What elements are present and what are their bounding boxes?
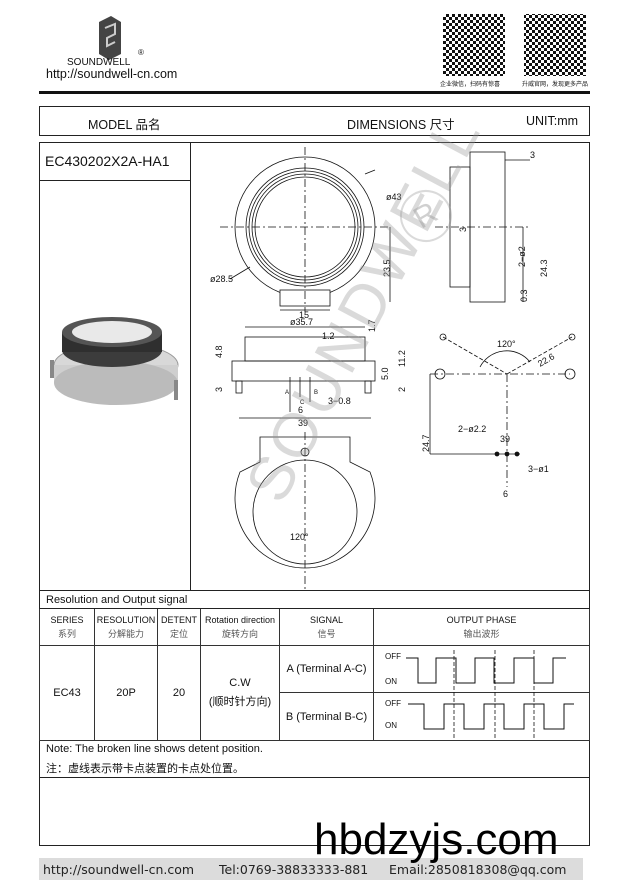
col-signal: SIGNAL [309, 614, 343, 625]
dim-3-top: 3 [530, 150, 535, 160]
dim-0-3: 0.3 [519, 289, 529, 302]
dim-1-2: 1.2 [322, 331, 335, 341]
phase-b-on-label: ON [385, 721, 397, 730]
top-view-drawing [220, 147, 391, 312]
cell-signal-a: A (Terminal A-C) [280, 646, 374, 693]
cell-phase-b [374, 693, 590, 741]
cell-phase-a [374, 646, 590, 693]
dim-39: 39 [298, 418, 308, 428]
cell-signal-b: B (Terminal B-C) [280, 693, 374, 741]
col-rotation-cn: 旋转方向 [221, 628, 258, 639]
side-view-drawing [435, 151, 530, 303]
title-bar: MODEL 品名 DIMENSIONS 尺寸 UNIT:mm [39, 106, 590, 136]
dim-23-5: 23.5 [382, 259, 392, 277]
col-output-phase-cn: 输出波形 [463, 628, 500, 639]
col-series: SERIES [50, 614, 84, 625]
footer-tel: Tel:0769-38833333-881 [219, 862, 369, 877]
model-label: MODEL 品名 [88, 118, 161, 132]
dim-3-pin: 3 [214, 387, 224, 392]
table-top-border [39, 590, 590, 591]
cell-detent: 20 [158, 646, 201, 741]
dim-diameter-43: ø43 [386, 192, 402, 202]
dim-angle-120: 120° [497, 339, 516, 349]
waveform-b [408, 703, 574, 730]
dim-angle-bottom: 120° [290, 532, 309, 542]
main-frame [39, 142, 590, 846]
pin-label-b: B [314, 390, 318, 396]
row-divider [39, 777, 590, 778]
col-detent: DETENT [161, 614, 197, 625]
waveform-a [406, 657, 566, 684]
qr-code-website [524, 14, 586, 76]
dim-5-0: 5.0 [380, 367, 390, 380]
dim-4-8: 4.8 [214, 345, 224, 358]
col-output-phase: OUTPUT PHASE [446, 614, 517, 625]
phase-a-off-label: OFF [385, 652, 401, 661]
dimensions-label: DIMENSIONS 尺寸 [347, 118, 455, 132]
qr-code-wechat [443, 14, 505, 76]
registered-mark: ® [138, 48, 144, 57]
unit-label: UNIT:mm [526, 114, 579, 128]
note-chinese: 注：虚线表示带卡点装置的卡点处位置。 [46, 762, 244, 775]
dim-3-0-8: 3−0.8 [328, 396, 351, 406]
dim-3-shaft: 3 [458, 227, 468, 232]
dim-24-3: 24.3 [539, 259, 549, 277]
footer-email[interactable]: Email:2850818308@qq.com [389, 862, 567, 877]
dim-2-d2-2: 2−ø2.2 [458, 424, 486, 434]
pcb-layout-drawing [429, 333, 576, 487]
col-resolution-cn: 分解能力 [107, 628, 144, 639]
rotation-value-cn: (顺时针方向) [208, 696, 272, 708]
cell-rotation: C.W (顺时针方向) [201, 646, 280, 741]
header-divider [39, 91, 590, 94]
footer-website[interactable]: http://soundwell-cn.com [43, 862, 195, 877]
dim-diameter-35-7: ø35.7 [290, 317, 313, 327]
soundwell-logo [99, 16, 121, 60]
header-website[interactable]: http://soundwell-cn.com [46, 67, 178, 81]
col-resolution: RESOLUTION [96, 614, 156, 625]
dim-11-2: 11.2 [397, 350, 407, 367]
column-divider [190, 142, 191, 591]
model-number: EC430202X2A-HA1 [45, 153, 170, 169]
phase-a-on-label: ON [385, 677, 397, 686]
output-phase-waveforms [406, 650, 574, 739]
dim-2: 2 [397, 387, 407, 392]
dim-22-6: 22.6 [536, 351, 556, 368]
dim-2-d2: 2−ø2 [517, 246, 527, 267]
rotation-value: C.W [229, 677, 251, 689]
section-title: Resolution and Output signal [46, 594, 188, 606]
footer-bar: http://soundwell-cn.com Tel:0769-3883333… [39, 858, 583, 880]
note-english: Note: The broken line shows detent posit… [46, 743, 263, 755]
site-watermark: hbdzyjs.com [314, 815, 559, 864]
dim-6: 6 [298, 405, 303, 415]
col-series-cn: 系列 [57, 628, 76, 639]
brand-name: SOUNDWELL [67, 57, 131, 68]
qr-caption-website: 升威官网，发现更多产品 [522, 82, 589, 88]
dim-24-7: 24.7 [421, 434, 431, 452]
dim-15: 15 [299, 310, 309, 320]
col-signal-cn: 信号 [317, 628, 336, 639]
dim-diameter-28-5: ø28.5 [210, 274, 233, 284]
pin-label-c: C [300, 400, 305, 406]
front-view-drawing [231, 326, 376, 419]
qr-caption-wechat: 企业微信，扫码有惊喜 [440, 82, 501, 88]
model-cell: EC430202X2A-HA1 [39, 142, 191, 181]
dim-6-pcb: 6 [503, 489, 508, 499]
pin-label-a: A [285, 390, 289, 396]
cell-resolution: 20P [95, 646, 158, 741]
product-photo [50, 317, 179, 405]
dimension-drawings: ø43 ø28.5 23.5 15 3 3 2−ø2 24.3 0.3 ø35.… [210, 147, 576, 590]
dim-1-7: 1.7 [367, 319, 377, 332]
col-detent-cn: 定位 [169, 628, 188, 639]
row-divider [39, 608, 590, 609]
cell-series: EC43 [39, 646, 95, 741]
bottom-view-drawing [234, 432, 376, 590]
dim-39-pcb: 39 [500, 434, 510, 444]
col-rotation: Rotation direction [204, 614, 276, 625]
dim-3-d1: 3−ø1 [528, 464, 549, 474]
phase-b-off-label: OFF [385, 699, 401, 708]
